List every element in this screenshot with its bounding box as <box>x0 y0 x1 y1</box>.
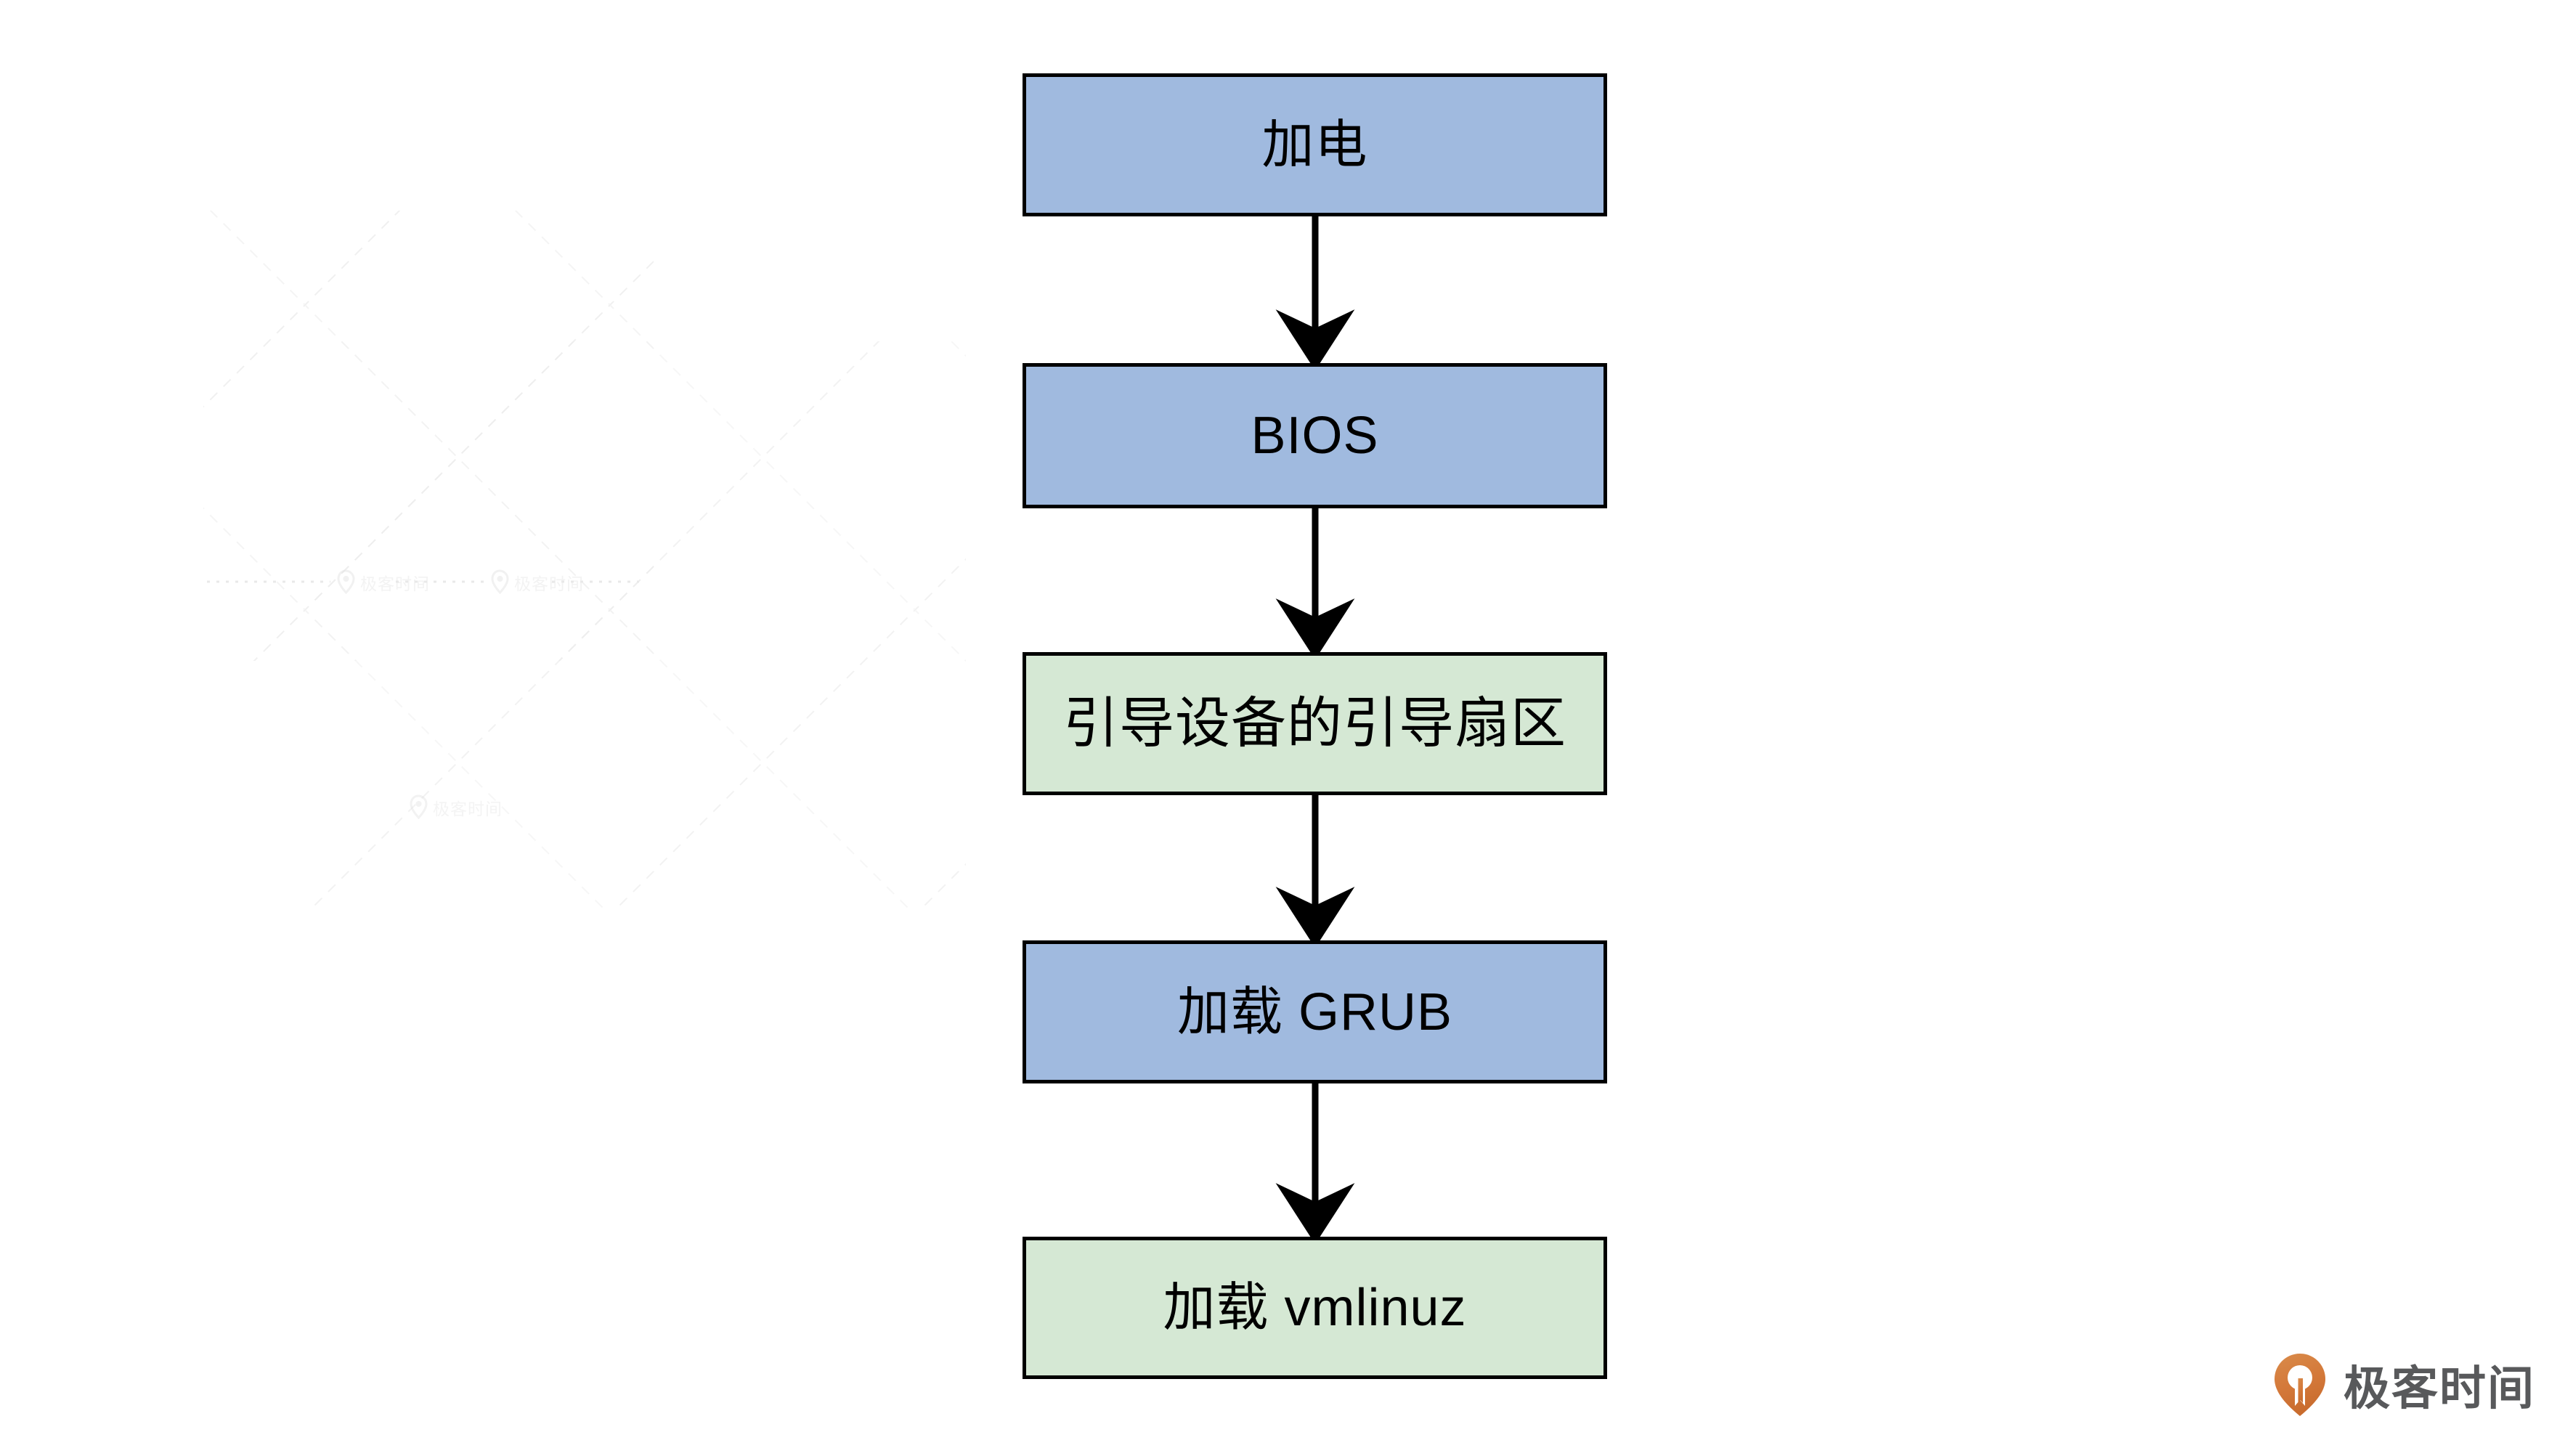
flow-node-power-on-label: 加电 <box>1261 115 1368 174</box>
flow-node-bios-label: BIOS <box>1251 407 1379 465</box>
geektime-logo-icon <box>2275 1354 2325 1416</box>
brand-watermark-text: 极客时间 <box>2344 1362 2535 1415</box>
flow-node-boot-sector[interactable]: 引导设备的引导扇区 <box>1023 652 1607 795</box>
flow-node-power-on[interactable]: 加电 <box>1023 73 1607 216</box>
flow-node-boot-sector-label: 引导设备的引导扇区 <box>1063 692 1566 755</box>
svg-text:极客时间: 极客时间 <box>433 800 503 818</box>
edge-power-to-bios <box>1275 216 1355 371</box>
edge-bootsector-to-grub <box>1275 795 1355 948</box>
flow-node-load-vmlinuz-label: 加载 vmlinuz <box>1163 1279 1467 1337</box>
edge-grub-to-vmlinuz <box>1275 1083 1355 1245</box>
svg-text:极客时间: 极客时间 <box>360 574 430 593</box>
flow-node-load-vmlinuz[interactable]: 加载 vmlinuz <box>1023 1237 1607 1379</box>
flow-node-load-grub-label: 加载 GRUB <box>1176 983 1453 1041</box>
svg-text:极客时间: 极客时间 <box>514 574 584 593</box>
flow-node-load-grub[interactable]: 加载 GRUB <box>1023 940 1607 1083</box>
flow-node-bios[interactable]: BIOS <box>1023 363 1607 508</box>
edge-bios-to-bootsector <box>1275 508 1355 660</box>
brand-watermark: 极客时间 <box>2272 1351 2535 1418</box>
